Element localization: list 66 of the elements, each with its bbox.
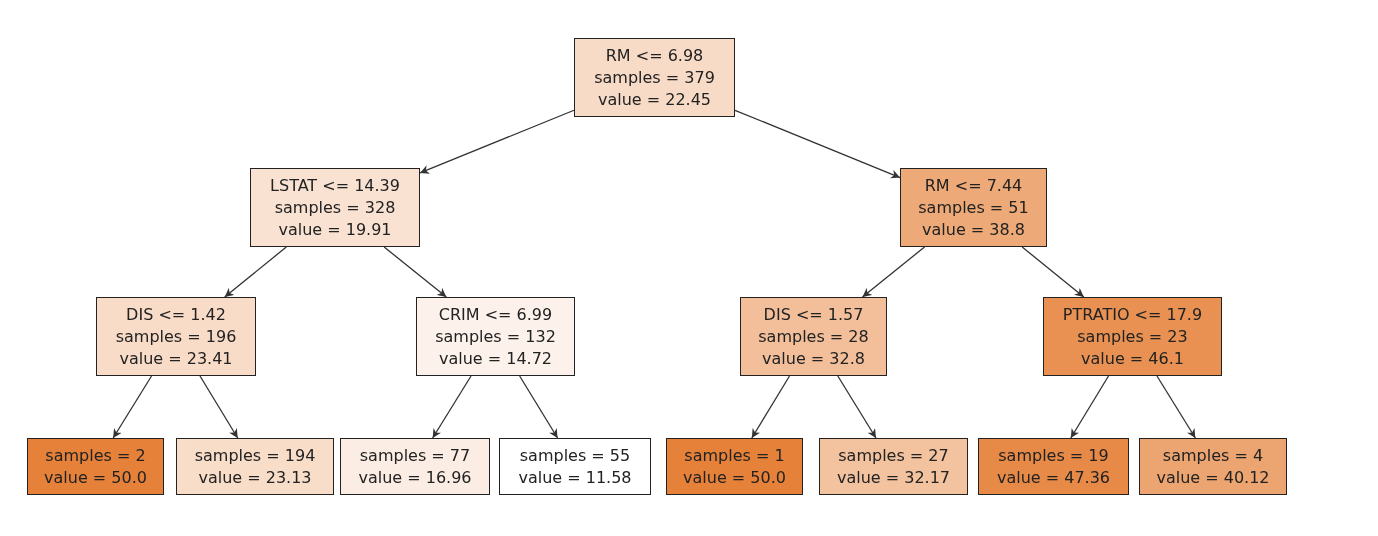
tree-node-box [340,438,490,495]
node-text: samples = 132 [435,325,556,348]
node-text: samples = 27 [838,444,949,467]
tree-node-box [416,297,575,376]
arrow [1021,246,1085,298]
node-text: samples = 328 [274,196,396,219]
node-text: samples = 55 [519,444,631,467]
node-text: samples = 194 [194,444,316,467]
node-text: samples = 2 [45,444,146,467]
arrow [432,375,472,439]
tree-node-box [27,438,164,495]
node-text: CRIM <= 6.99 [438,303,553,326]
node-text: RM <= 6.98 [605,44,704,67]
arrow [112,375,153,439]
tree-node-box [499,438,651,495]
arrow [734,109,901,179]
node-text: samples = 28 [758,325,869,348]
node-text: samples = 77 [359,444,471,467]
tree-node-box [900,168,1047,247]
arrow [861,246,926,298]
arrow [383,246,447,298]
arrow [419,109,575,174]
tree-node-box [1043,297,1222,376]
arrow [519,375,559,439]
node-text: value = 32.17 [836,466,951,489]
node-text: value = 38.8 [922,218,1025,241]
node-text: PTRATIO <= 17.9 [1062,303,1203,326]
node-text: samples = 19 [998,444,1109,467]
node-text: samples = 1 [684,444,785,467]
node-text: value = 11.58 [518,466,632,489]
tree-node-box [1139,438,1287,495]
node-text: value = 46.1 [1081,347,1184,370]
node-text: samples = 51 [918,196,1029,219]
arrow [837,375,877,439]
node-text: value = 47.36 [996,466,1111,489]
node-text: value = 50.0 [683,466,786,489]
node-text: samples = 196 [115,325,237,348]
node-text: value = 23.41 [119,347,233,370]
node-text: value = 50.0 [44,466,147,489]
tree-node-box [176,438,334,495]
tree-node-box [740,297,887,376]
node-text: samples = 4 [1162,444,1264,467]
node-text: value = 16.96 [358,466,472,489]
arrow [1156,375,1196,439]
arrow [1070,375,1110,439]
node-text: value = 19.91 [278,218,392,241]
node-text: DIS <= 1.57 [763,303,864,326]
arrow [751,375,791,439]
node-text: value = 40.12 [1156,466,1270,489]
node-text: samples = 379 [594,66,715,89]
node-text: value = 22.45 [597,88,712,111]
node-text: value = 23.13 [198,466,312,489]
node-text: samples = 23 [1077,325,1188,348]
tree-node-box [666,438,803,495]
node-text: RM <= 7.44 [924,174,1023,197]
node-text: value = 14.72 [438,347,553,370]
tree-node-box [96,297,256,376]
tree-node-box [574,38,735,117]
tree-node-box [978,438,1129,495]
node-text: value = 32.8 [762,347,865,370]
tree-node-box [819,438,968,495]
node-text: DIS <= 1.42 [126,303,226,326]
node-text: LSTAT <= 14.39 [270,174,400,197]
tree-node-box [250,168,420,247]
arrow [199,375,239,439]
arrow [224,246,287,298]
